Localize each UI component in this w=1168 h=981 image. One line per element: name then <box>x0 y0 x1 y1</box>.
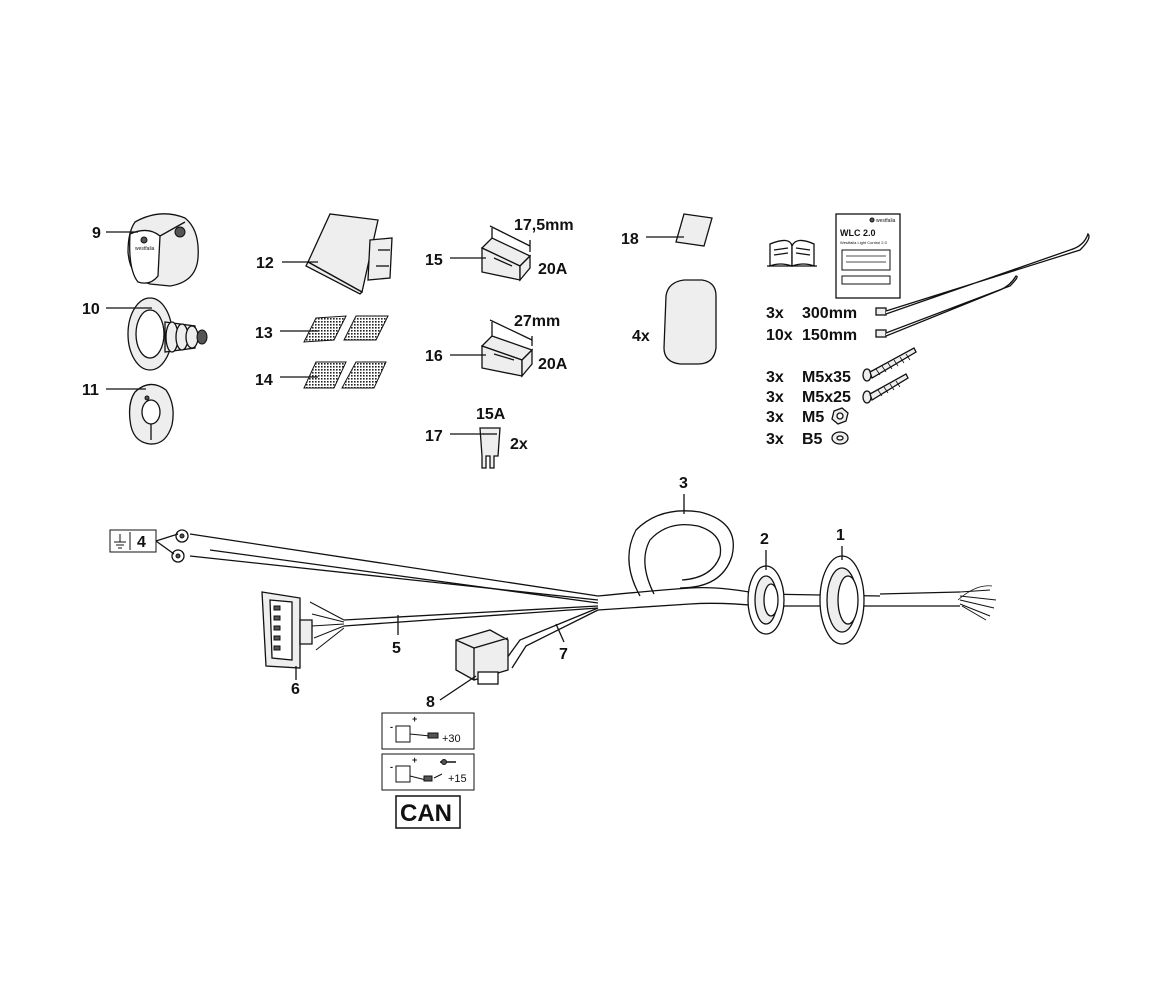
screw2-size: M5x25 <box>802 389 851 406</box>
blade-fuse-part: 15A 2x 17 <box>425 406 528 469</box>
label-6: 6 <box>291 681 300 698</box>
can-label: CAN <box>400 800 452 827</box>
fasteners-part: 3x M5x35 3x M5x25 3x M5 3x B5 <box>766 347 917 448</box>
label-14: 14 <box>255 372 273 389</box>
label-11: 11 <box>82 382 99 399</box>
label-16: 16 <box>425 348 443 365</box>
gasket-part: 11 <box>82 382 174 445</box>
nut-size: M5 <box>802 409 824 426</box>
label-17: 17 <box>425 428 443 445</box>
velcro-pads-part: 13 14 <box>255 315 389 389</box>
manual-booklet-part: westfalia WLC 2.0 Westfalia Light Contro… <box>835 213 901 299</box>
screw2-qty: 3x <box>766 389 784 406</box>
svg-text:+: + <box>412 755 417 765</box>
washer-qty: 3x <box>766 431 784 448</box>
label-9: 9 <box>92 225 101 242</box>
label-5: 5 <box>392 640 401 657</box>
screw1-qty: 3x <box>766 369 784 386</box>
fuse15-rating: 20A <box>538 261 568 278</box>
fuse17-rating: 15A <box>476 406 506 423</box>
ties-300-size: 300mm <box>802 305 857 322</box>
fuse16-rating: 20A <box>538 356 568 373</box>
label-13: 13 <box>255 325 273 342</box>
fuse17-qty: 2x <box>510 436 528 453</box>
adhesive-pad-part: 4x <box>632 279 717 365</box>
manual-brand: westfalia <box>876 218 896 224</box>
label-8: 8 <box>426 694 435 711</box>
label-1: 1 <box>836 527 845 544</box>
label-3: 3 <box>679 475 688 492</box>
power-permanent: +30 <box>442 733 461 745</box>
svg-text:-: - <box>390 762 393 772</box>
ties-150-size: 150mm <box>802 327 857 344</box>
pad-qty: 4x <box>632 328 650 345</box>
label-10: 10 <box>82 301 100 318</box>
ties-300-qty: 3x <box>766 305 784 322</box>
power-boxes: - + +30 - + +15 CAN <box>381 712 475 829</box>
fuse15-size: 17,5mm <box>514 217 574 234</box>
card-part: 18 <box>621 213 713 248</box>
label-15: 15 <box>425 252 443 269</box>
socket-plate-part: 10 <box>82 297 208 371</box>
label-7: 7 <box>559 646 568 663</box>
label-12: 12 <box>256 255 274 272</box>
screw1-size: M5x35 <box>802 369 851 386</box>
svg-text:-: - <box>390 722 393 732</box>
nut-qty: 3x <box>766 409 784 426</box>
harness-labels: 1 2 3 4 5 6 7 8 <box>109 475 845 711</box>
manual-subtitle: Westfalia Light Control 2.0 <box>840 240 888 245</box>
control-module-part: 12 <box>256 213 393 295</box>
fuse-holder-16-part: 27mm 20A 16 <box>425 313 568 378</box>
washer-size: B5 <box>802 431 823 448</box>
svg-text:+: + <box>412 714 417 724</box>
fuse-holder-15-part: 17,5mm 20A 15 <box>425 217 574 282</box>
cable-ties-part: 3x 300mm 10x 150mm <box>766 232 1090 344</box>
socket-brand: westfalia <box>135 246 155 252</box>
label-4: 4 <box>137 534 146 551</box>
power-ignition: +15 <box>448 773 467 785</box>
manual-title: WLC 2.0 <box>840 228 876 238</box>
socket-part: westfalia 9 <box>92 213 199 287</box>
fuse16-size: 27mm <box>514 313 560 330</box>
wiring-harness-part <box>171 510 997 685</box>
manual-book-icon <box>767 239 817 267</box>
label-2: 2 <box>760 531 769 548</box>
ties-150-qty: 10x <box>766 327 793 344</box>
label-18: 18 <box>621 231 639 248</box>
